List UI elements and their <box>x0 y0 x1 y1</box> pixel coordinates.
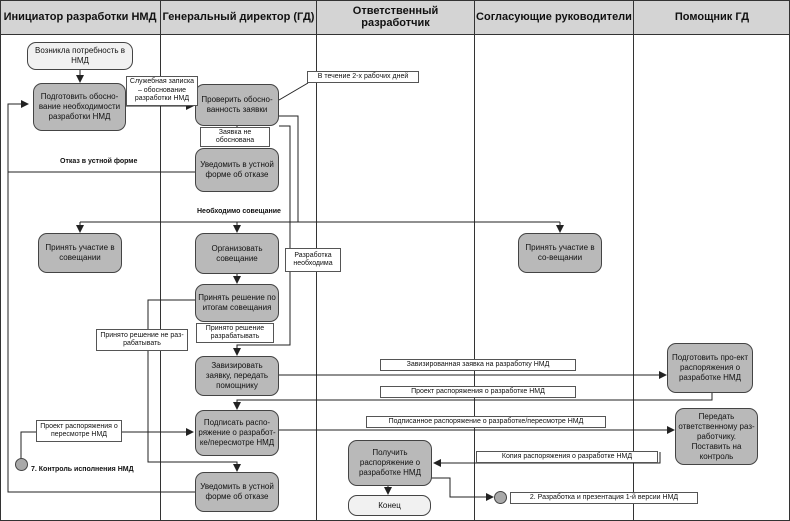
node-notify-refusal-1: Уведомить в устной форме об отказе <box>195 148 279 192</box>
label-dev-needed: Разработка необходима <box>285 248 341 272</box>
label-decision-no: Принято решение не раз-рабатывать <box>96 329 188 351</box>
node-organize-meeting: Организовать совещание <box>195 233 279 274</box>
node-transfer-control: Передать ответственному раз-работчику. П… <box>675 408 758 465</box>
label-next-step: 2. Разработка и презентация 1-й версии Н… <box>510 492 698 504</box>
label-copy-order: Копия распоряжения о разработке НМД <box>476 451 658 463</box>
node-need: Возникла потребность в НМД <box>27 42 133 70</box>
lane-header-approvers: Согласующие руководители <box>476 11 632 23</box>
node-draft-order: Подготовить про-ект распоряжения о разра… <box>667 343 753 393</box>
node-join-meeting-initiator: Принять участие в совещании <box>38 233 122 273</box>
node-notify-refusal-2: Уведомить в устной форме об отказе <box>195 472 279 512</box>
lane-header-developer: Ответственный разработчик <box>352 5 439 29</box>
node-endorse-request: Завизировать заявку, передать помощнику <box>195 356 279 396</box>
node-end: Конец <box>348 495 431 516</box>
node-prepare-justification: Подготовить обосно-вание необходимости р… <box>33 83 126 131</box>
node-decide: Принять решение по итогам совещания <box>195 284 279 322</box>
label-draft-revision: Проект распоряжения о пересмотре НМД <box>36 420 122 442</box>
node-check-request: Проверить обосно-ванность заявки <box>195 84 279 126</box>
label-signed-order: Подписанное распоряжение о разработке/пе… <box>366 416 606 428</box>
connector-control-circle <box>15 458 28 471</box>
node-sign-order: Подписать распо-ряжение о разработ-ке/пе… <box>195 410 279 456</box>
label-decision-yes: Принято решение разрабатывать <box>196 323 274 343</box>
label-control: 7. Контроль исполнения НМД <box>31 466 134 473</box>
label-not-justified: Заявка не обоснована <box>200 127 270 147</box>
label-meeting-needed: Необходимо совещание <box>197 208 281 215</box>
label-endorsed-request: Завизированная заявка на разработку НМД <box>380 359 576 371</box>
lane-header-bar <box>0 0 790 35</box>
label-draft-to-gd: Проект распоряжения о разработке НМД <box>380 386 576 398</box>
node-join-meeting-approvers: Принять участие в со-вещании <box>518 233 602 273</box>
node-receive-order: Получить распоряжение о разработке НМД <box>348 440 432 486</box>
label-two-days: В течение 2-х рабочих дней <box>307 71 419 83</box>
lane-header-initiator: Инициатор разработки НМД <box>3 11 157 23</box>
label-memo: Служебная записка – обоснование разработ… <box>126 76 198 106</box>
lane-header-assistant: Помощник ГД <box>674 11 750 23</box>
connector-next-step-circle <box>494 491 507 504</box>
label-oral-refusal: Отказ в устной форме <box>60 158 138 165</box>
connectors <box>7 70 713 501</box>
lane-header-gd: Генеральный директор (ГД) <box>162 11 315 23</box>
